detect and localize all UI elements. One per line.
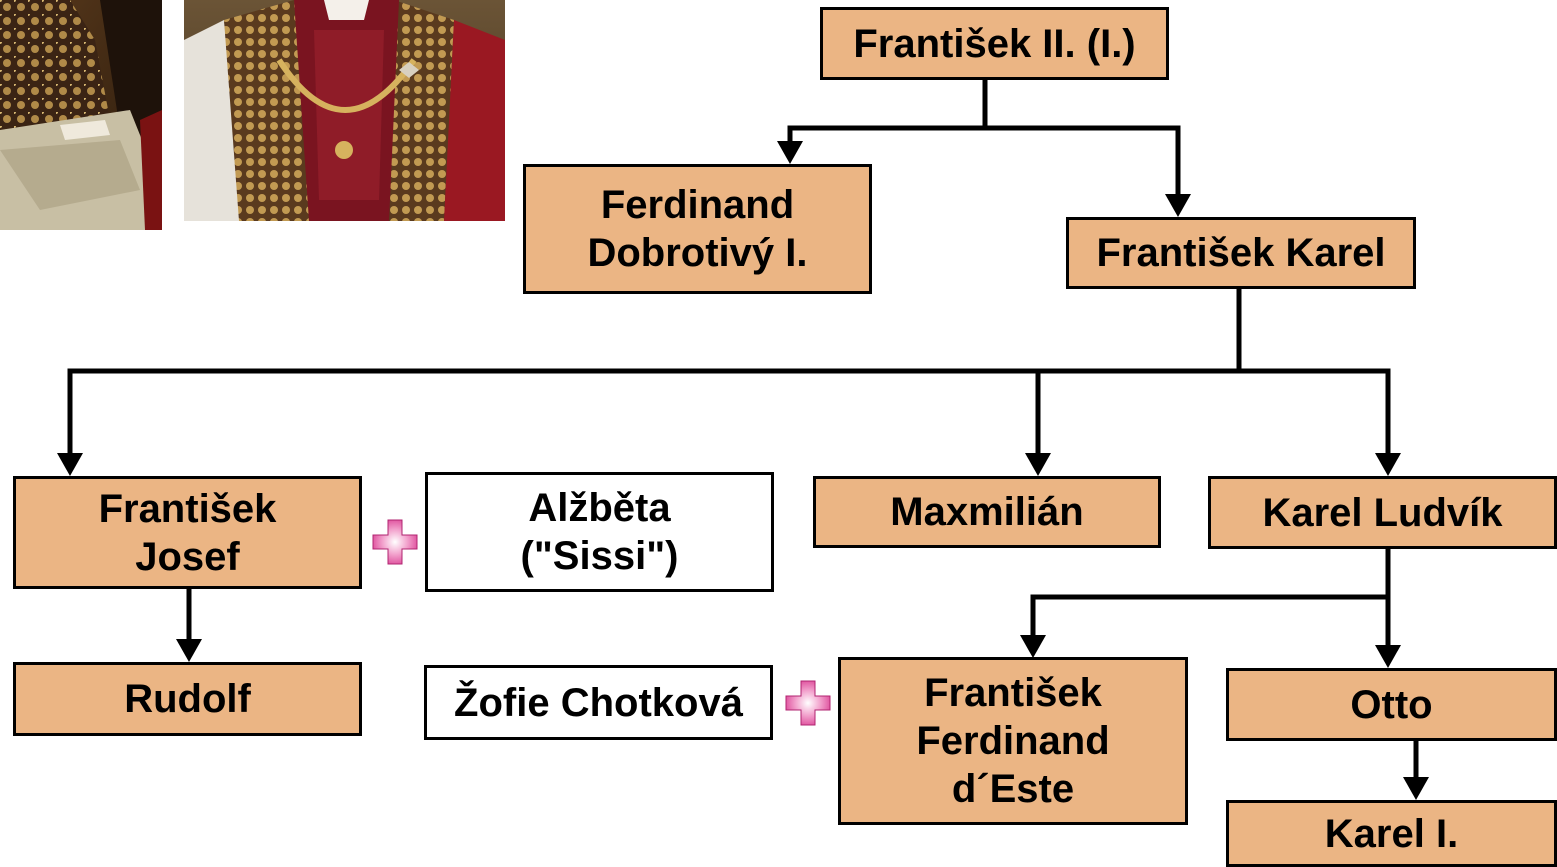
arrow-down-icon: [1025, 453, 1051, 476]
portrait-image-right: [184, 0, 505, 221]
arrow-down-icon: [57, 453, 83, 476]
node-alzbeta: Alžběta ("Sissi"): [425, 472, 774, 592]
arrow-down-icon: [176, 639, 202, 662]
arrow-down-icon: [1375, 453, 1401, 476]
node-karel-ludvik: Karel Ludvík: [1208, 476, 1557, 549]
pink-cross-icon: [372, 519, 418, 565]
arrow-down-icon: [1165, 194, 1191, 217]
arrow-down-icon: [1403, 777, 1429, 800]
arrow-down-icon: [1375, 645, 1401, 668]
node-zofie: Žofie Chotková: [424, 665, 773, 740]
node-frantisek-ferdinand: František Ferdinand d´Este: [838, 657, 1188, 825]
node-frantisek-karel: František Karel: [1066, 217, 1416, 289]
node-rudolf: Rudolf: [13, 662, 362, 736]
node-ferdinand: Ferdinand Dobrotivý I.: [523, 164, 872, 294]
node-karel-i: Karel I.: [1226, 800, 1557, 867]
portrait-image-left: [0, 0, 162, 230]
node-frantisek-ii: František II. (I.): [820, 7, 1169, 80]
arrow-down-icon: [777, 141, 803, 164]
node-maxmilian: Maxmilián: [813, 476, 1161, 548]
node-otto: Otto: [1226, 668, 1557, 741]
pink-cross-icon: [785, 680, 831, 726]
node-frantisek-josef: František Josef: [13, 476, 362, 589]
arrow-down-icon: [1020, 635, 1046, 658]
